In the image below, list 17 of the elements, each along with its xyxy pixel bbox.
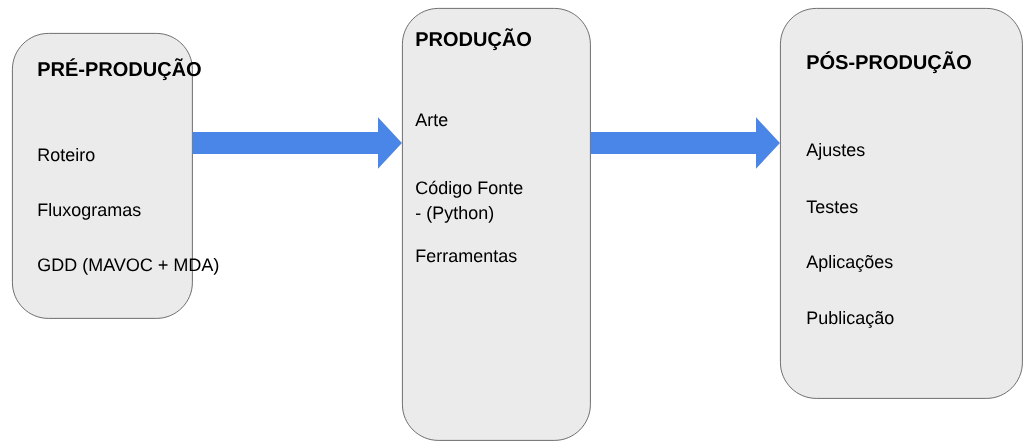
list-item: Publicação (807, 310, 894, 328)
stage-title: PRÉ-PRODUÇÃO (38, 58, 201, 81)
list-item: - (Python) (416, 205, 494, 223)
list-item: Aplicações (806, 254, 893, 272)
list-item: Código Fonte (416, 180, 523, 198)
stage-title: PÓS-PRODUÇÃO (807, 51, 971, 74)
stage-title: PRODUÇÃO (416, 28, 531, 51)
list-item: Testes (806, 200, 858, 214)
list-item: Ajustes (806, 142, 865, 160)
list-item: Roteiro (38, 147, 95, 162)
list-item: Arte (415, 113, 448, 127)
stage-box (12, 33, 219, 319)
stage-box (780, 8, 1023, 399)
list-item: Ferramentas (416, 249, 517, 263)
list-item: Fluxogramas (38, 202, 141, 220)
stage-box (402, 8, 591, 441)
list-item: GDD (MAVOC + MDA) (38, 257, 219, 275)
